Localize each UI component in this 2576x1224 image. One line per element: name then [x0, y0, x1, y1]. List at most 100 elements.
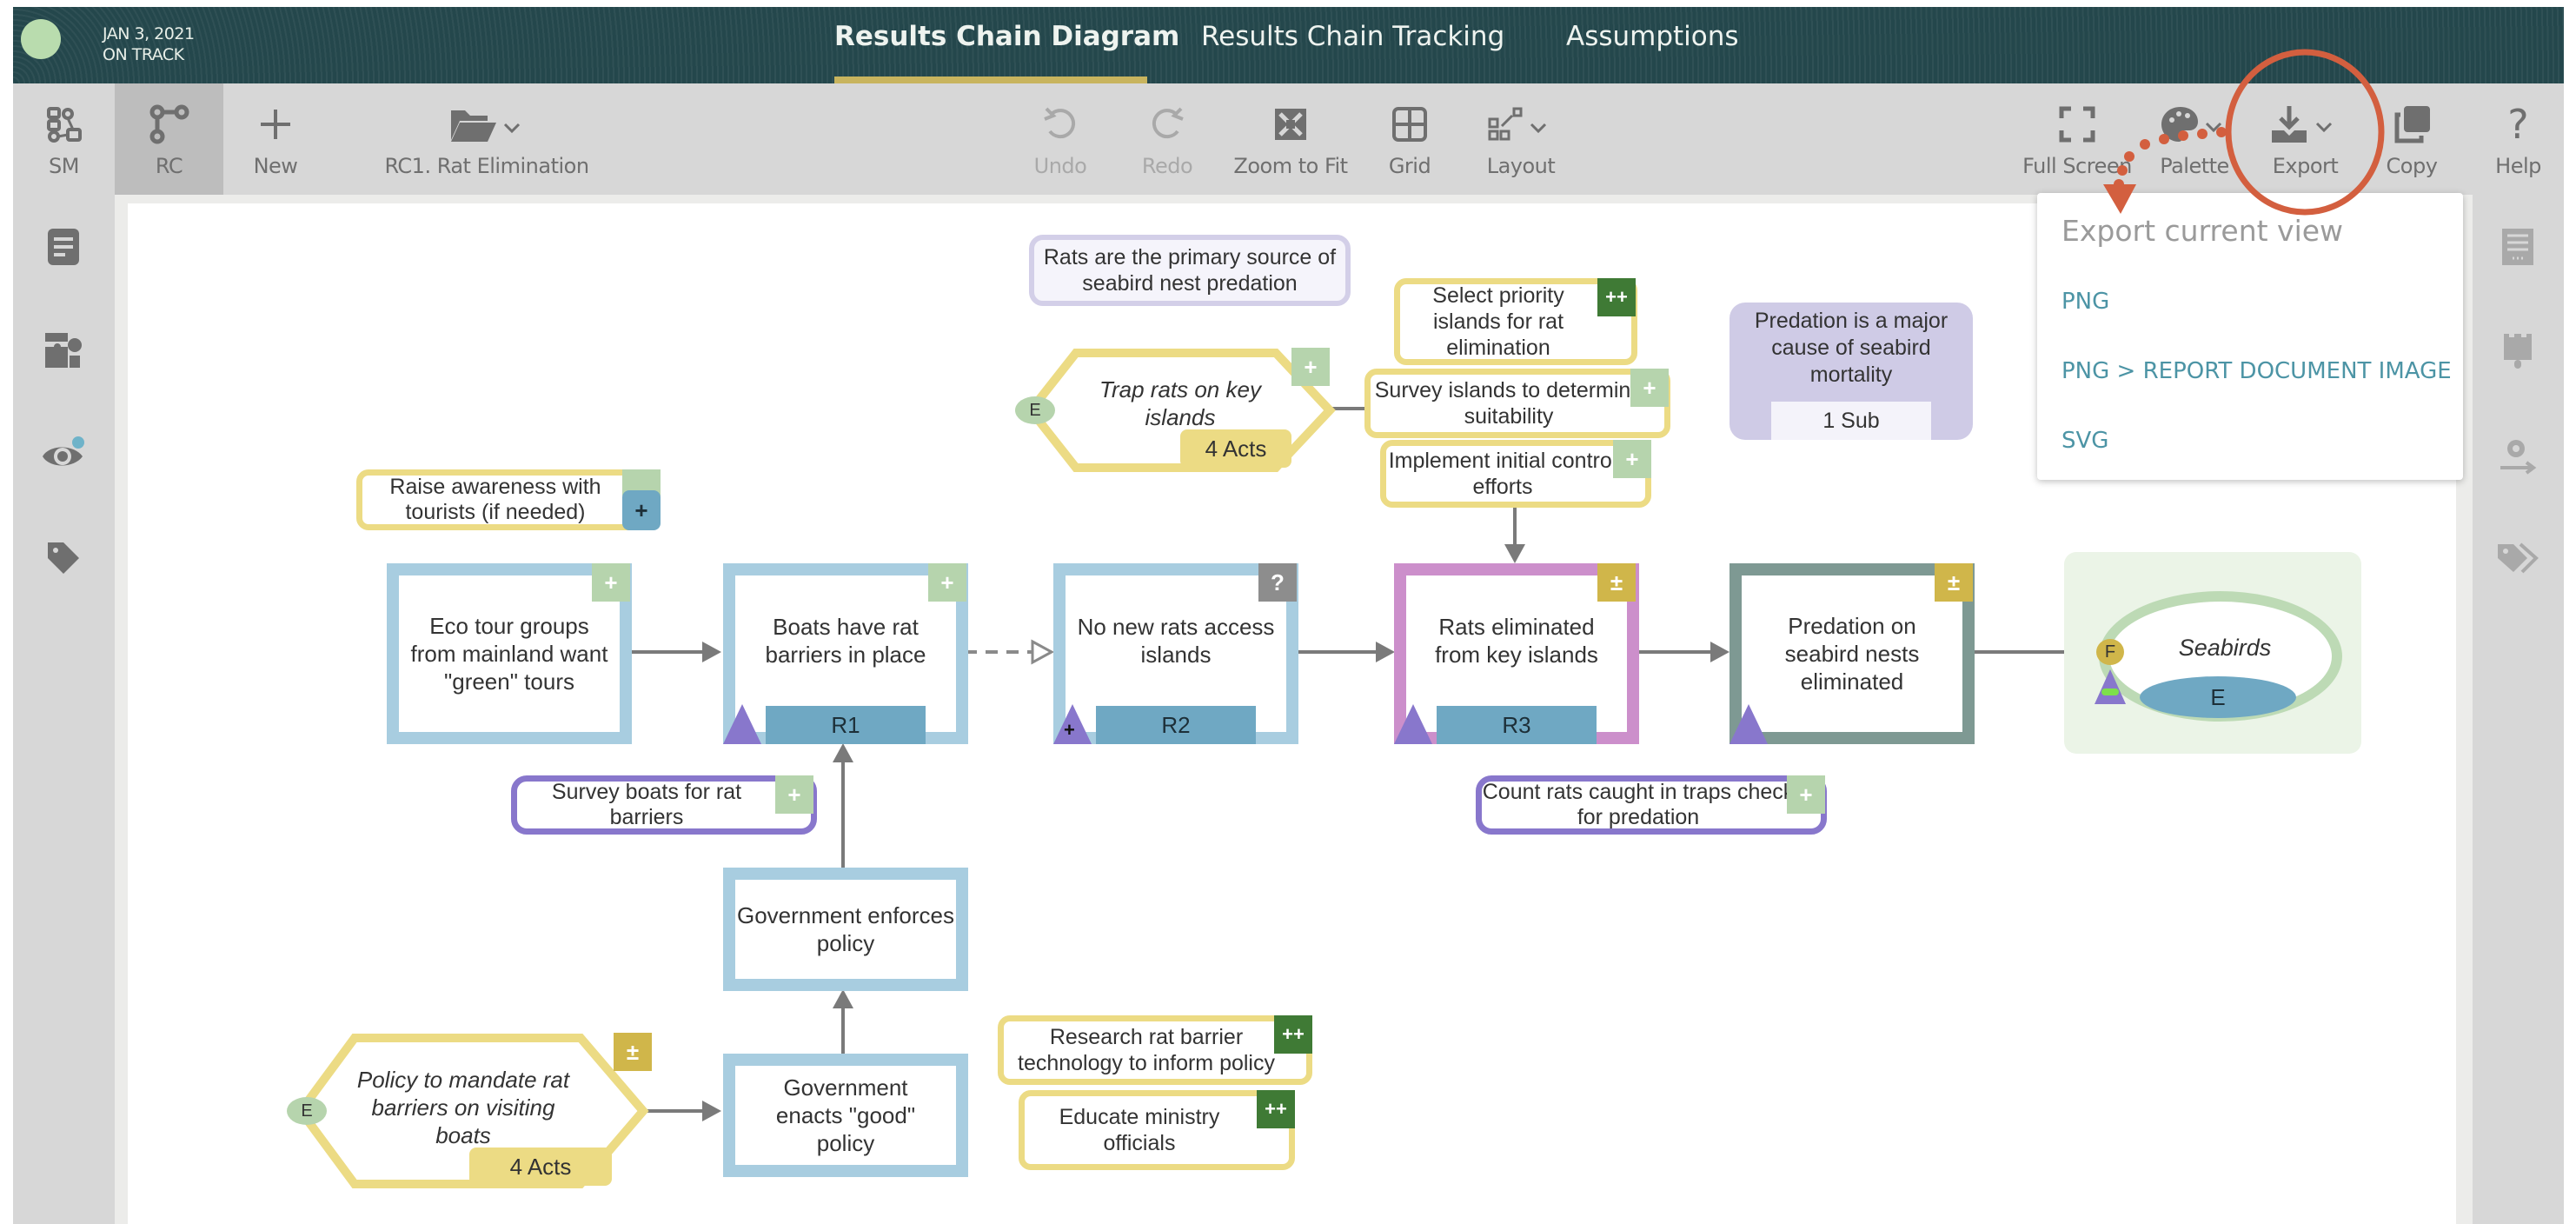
activity-research-barrier[interactable]: Research rat barrier technology to infor… [998, 1015, 1312, 1085]
indicator-triangle-icon[interactable] [1730, 704, 1768, 744]
result-gov-enforces[interactable]: Government enforces policy [723, 868, 968, 991]
arrowhead [702, 1101, 721, 1121]
export-png-report-image[interactable]: PNG > REPORT DOCUMENT IMAGE [2061, 358, 2452, 384]
rating-badge[interactable]: + [928, 563, 966, 602]
strategy-label: Trap rats on key islands [1099, 376, 1261, 430]
export-svg[interactable]: SVG [2061, 428, 2109, 454]
sm-button[interactable]: SM [13, 83, 115, 195]
document-icon[interactable] [37, 221, 90, 273]
rating-badge[interactable]: ± [1935, 563, 1973, 602]
assumption-rats-primary-source[interactable]: Rats are the primary source of seabird n… [1029, 235, 1351, 306]
undo-button[interactable]: Undo [1017, 83, 1104, 195]
rating-badge[interactable]: ? [1258, 563, 1297, 602]
rating-badge[interactable]: + [1787, 775, 1825, 814]
result-label: Government enforces policy [736, 902, 954, 956]
results-chain-icon [149, 100, 189, 149]
acts-badge[interactable]: 4 Acts [1180, 429, 1291, 468]
rating-badge[interactable]: + [775, 775, 813, 814]
redo-button[interactable]: Redo [1124, 83, 1211, 195]
tab-assumptions[interactable]: Assumptions [1566, 21, 1739, 52]
chain-selector[interactable]: RC1. Rat Elimination [374, 83, 600, 195]
tag-icon[interactable] [37, 532, 90, 584]
puzzle-shapes-icon[interactable] [37, 325, 90, 377]
situation-model-icon [45, 100, 83, 149]
layout-button[interactable]: Layout [1469, 83, 1573, 195]
arrowhead [1710, 642, 1730, 662]
activity-implement-control[interactable]: Implement initial control efforts [1380, 440, 1651, 508]
result-no-new-rats[interactable]: No new rats access islands R2 + [1053, 563, 1298, 744]
layout-icon [1486, 100, 1556, 149]
result-tag[interactable]: R2 [1096, 706, 1256, 744]
activity-label: Select priority islands for rat eliminat… [1432, 283, 1564, 360]
result-predation-eliminated[interactable]: Predation on seabird nests eliminated [1730, 563, 1975, 744]
strategy-trap-rats[interactable]: Trap rats on key islands 4 Acts E [1015, 348, 1337, 473]
indicator-triangle-icon[interactable] [723, 704, 761, 744]
help-label: Help [2495, 154, 2541, 178]
activity-survey-islands[interactable]: Survey islands to determine suitability [1364, 369, 1670, 438]
rating-badge[interactable]: + [592, 563, 630, 602]
help-button[interactable]: ? Help [2473, 83, 2564, 195]
palette-button[interactable]: Palette [2147, 83, 2242, 195]
arrowhead [833, 743, 853, 762]
subassumption-predation-major[interactable]: Predation is a major cause of seabird mo… [1730, 303, 1973, 440]
rating-badge[interactable]: ++ [1274, 1015, 1312, 1054]
eye-icon[interactable] [37, 428, 90, 480]
redo-label: Redo [1141, 154, 1193, 178]
copy-button[interactable]: Copy [2364, 83, 2460, 195]
tab-results-chain-diagram[interactable]: Results Chain Diagram [834, 21, 1180, 52]
rating-badge[interactable]: ± [1597, 563, 1636, 602]
rating-badge[interactable]: ++ [1257, 1090, 1295, 1128]
result-gov-enacts[interactable]: Government enacts "good" policy [723, 1054, 968, 1177]
zoom-to-fit-button[interactable]: Zoom to Fit [1225, 83, 1356, 195]
result-label: Boats have rat barriers in place [765, 614, 926, 668]
arrowhead [702, 642, 721, 662]
document-list-icon[interactable] [2492, 221, 2544, 273]
result-tag[interactable]: R1 [766, 706, 926, 744]
strategy-label: Policy to mandate rat barriers on visiti… [356, 1067, 570, 1148]
indicator-triangle-icon[interactable] [1394, 704, 1432, 744]
paintbrush-icon[interactable] [2492, 325, 2544, 377]
triangle-plus-mark: + [1064, 719, 1075, 741]
evidence-bubble[interactable]: E [1015, 396, 1055, 424]
sub-count-badge[interactable]: 1 Sub [1771, 402, 1931, 440]
result-label: Predation on seabird nests eliminated [1784, 613, 1920, 695]
acts-badge[interactable]: 4 Acts [469, 1148, 612, 1186]
arrowhead [1504, 544, 1525, 563]
result-tag[interactable]: R3 [1437, 706, 1597, 744]
status-indicator[interactable] [21, 19, 61, 59]
activity-select-priority[interactable]: Select priority islands for rat eliminat… [1394, 278, 1637, 365]
grid-button[interactable]: Grid [1366, 83, 1453, 195]
result-label: Government enacts "good" policy [775, 1074, 916, 1156]
fullscreen-button[interactable]: Full Screen [2021, 83, 2134, 195]
plus-icon [258, 100, 293, 149]
target-status-oval[interactable]: E [2140, 676, 2296, 718]
export-menu-heading: Export current view [2061, 214, 2344, 248]
tags-icon[interactable] [2492, 534, 2544, 586]
rating-badge[interactable]: + [1613, 440, 1651, 478]
evidence-bubble[interactable]: E [287, 1097, 327, 1125]
indicator-triangle-icon[interactable] [1053, 704, 1092, 744]
activity-educate-ministry[interactable]: Educate ministry officials [1019, 1090, 1295, 1170]
factor-bubble[interactable]: F [2096, 639, 2124, 665]
indicator-triangle-icon[interactable] [2095, 669, 2126, 704]
rating-badge[interactable]: ± [614, 1033, 652, 1071]
result-boats-barriers[interactable]: Boats have rat barriers in place R1 [723, 563, 968, 744]
activity-raise-awareness[interactable]: Raise awareness with tourists (if needed… [356, 469, 661, 530]
tab-results-chain-tracking[interactable]: Results Chain Tracking [1201, 21, 1505, 52]
rating-badge[interactable]: ++ [1597, 278, 1636, 316]
result-eco-tour[interactable]: Eco tour groups from mainland want "gree… [387, 563, 632, 744]
indicator-survey-boats[interactable]: Survey boats for rat barriers [511, 775, 817, 835]
gear-arrow-icon[interactable] [2492, 429, 2544, 482]
undo-icon [1043, 100, 1078, 149]
activity-label: Implement initial control efforts [1388, 449, 1617, 499]
fullscreen-label: Full Screen [2022, 154, 2132, 178]
rc-button[interactable]: RC [115, 83, 223, 195]
rating-badge[interactable]: + [1630, 369, 1669, 407]
new-button[interactable]: New [228, 83, 323, 195]
status-plus-badge[interactable]: + [622, 490, 661, 530]
fullscreen-icon [2059, 100, 2095, 149]
export-png[interactable]: PNG [2061, 289, 2110, 315]
indicator-count-rats[interactable]: Count rats caught in traps check for pre… [1476, 775, 1827, 835]
strategy-policy[interactable]: Policy to mandate rat barriers on visiti… [287, 1033, 650, 1189]
rating-badge[interactable]: + [1291, 348, 1330, 386]
